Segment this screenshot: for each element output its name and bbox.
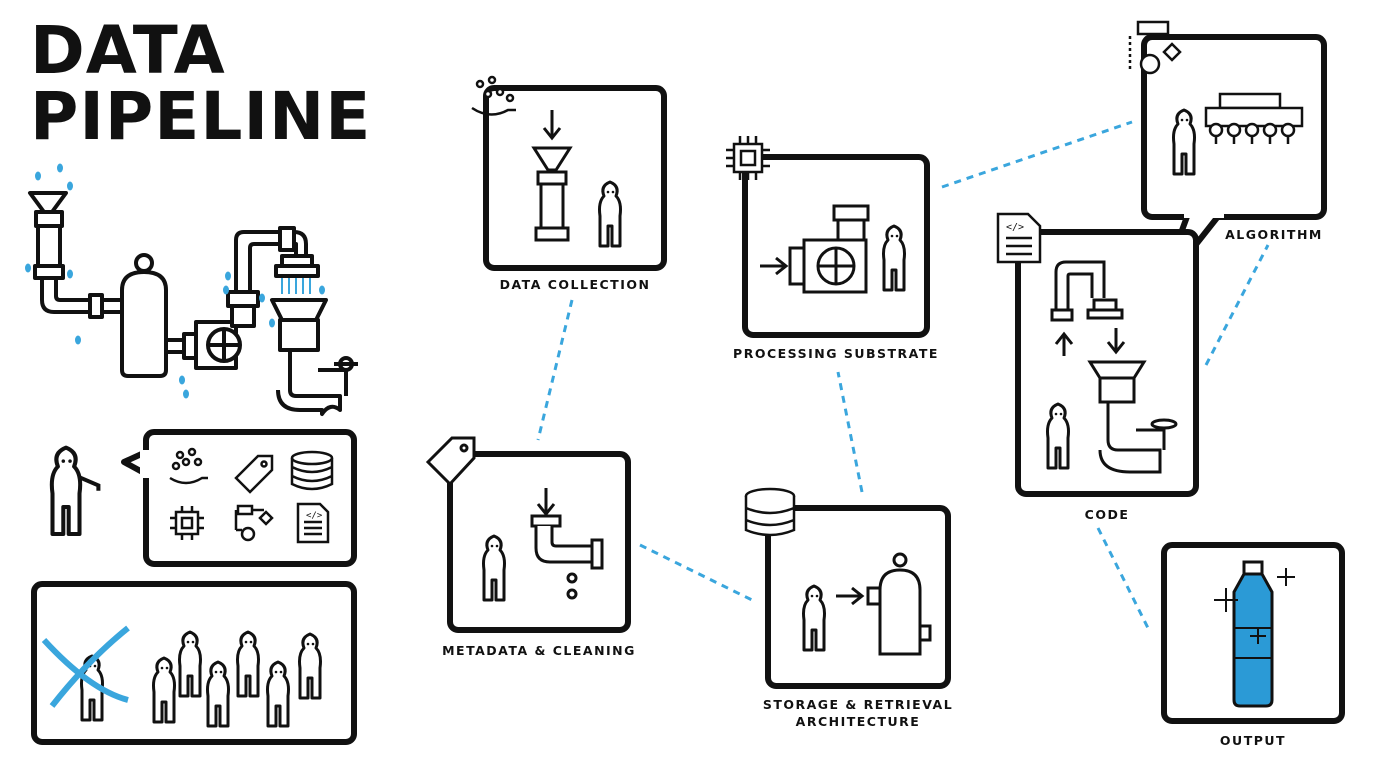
stage-algorithm [1128,20,1327,293]
database-icon [744,487,796,537]
connector-processing-algorithm [941,120,1133,189]
water-drops [25,163,325,399]
tag-icon [234,454,274,494]
crowd-panel [31,581,357,745]
chip-icon [170,506,204,540]
title-line-2: PIPELINE [30,78,372,155]
hand-collect-icon [169,447,208,485]
title-line-1: DATA [30,12,226,89]
connector-metadata-storage [639,543,753,602]
flowchart-icon [1128,20,1182,75]
stage-output [1161,542,1345,724]
label-algorithm: ALGORITHM [1225,227,1323,242]
svg-text:</>: </> [306,511,323,521]
stage-data-collection [471,75,667,271]
hand-collect-icon [471,75,516,116]
sparkle-icons [1214,568,1295,644]
connector-collection-metadata [536,299,574,441]
cross-mark [41,625,130,708]
stage-processing-substrate [726,136,930,338]
stage-metadata-cleaning [425,436,631,633]
label-metadata-cleaning: METADATA & CLEANING [442,643,636,658]
database-icon [290,450,334,491]
stage-storage-retrieval [744,487,951,689]
explainer-person [52,448,101,534]
tag-icon [425,436,476,487]
sprinkle-lines [281,278,311,294]
connector-code-output [1096,527,1150,629]
label-code: CODE [1084,507,1130,522]
bubble-icons: </> [169,447,334,544]
connector-storage-processing [836,371,864,493]
code-file-icon: </> [296,502,330,544]
svg-text:</>: </> [1006,222,1024,233]
label-storage-retrieval: STORAGE & RETRIEVAL ARCHITECTURE [762,697,954,729]
label-processing-substrate: PROCESSING SUBSTRATE [733,346,939,361]
code-file-icon: </> [996,212,1042,264]
hero-pipeline-illustration [28,191,358,416]
page-title: DATA PIPELINE [30,18,371,150]
label-output: OUTPUT [1219,733,1287,748]
chip-icon [726,136,770,180]
bottle-icon [1232,560,1274,708]
connectors [536,120,1270,629]
flowchart-icon [234,504,274,542]
stage-code: </> [996,212,1199,497]
label-data-collection: DATA COLLECTION [499,277,651,292]
connector-algorithm-code [1204,244,1270,366]
